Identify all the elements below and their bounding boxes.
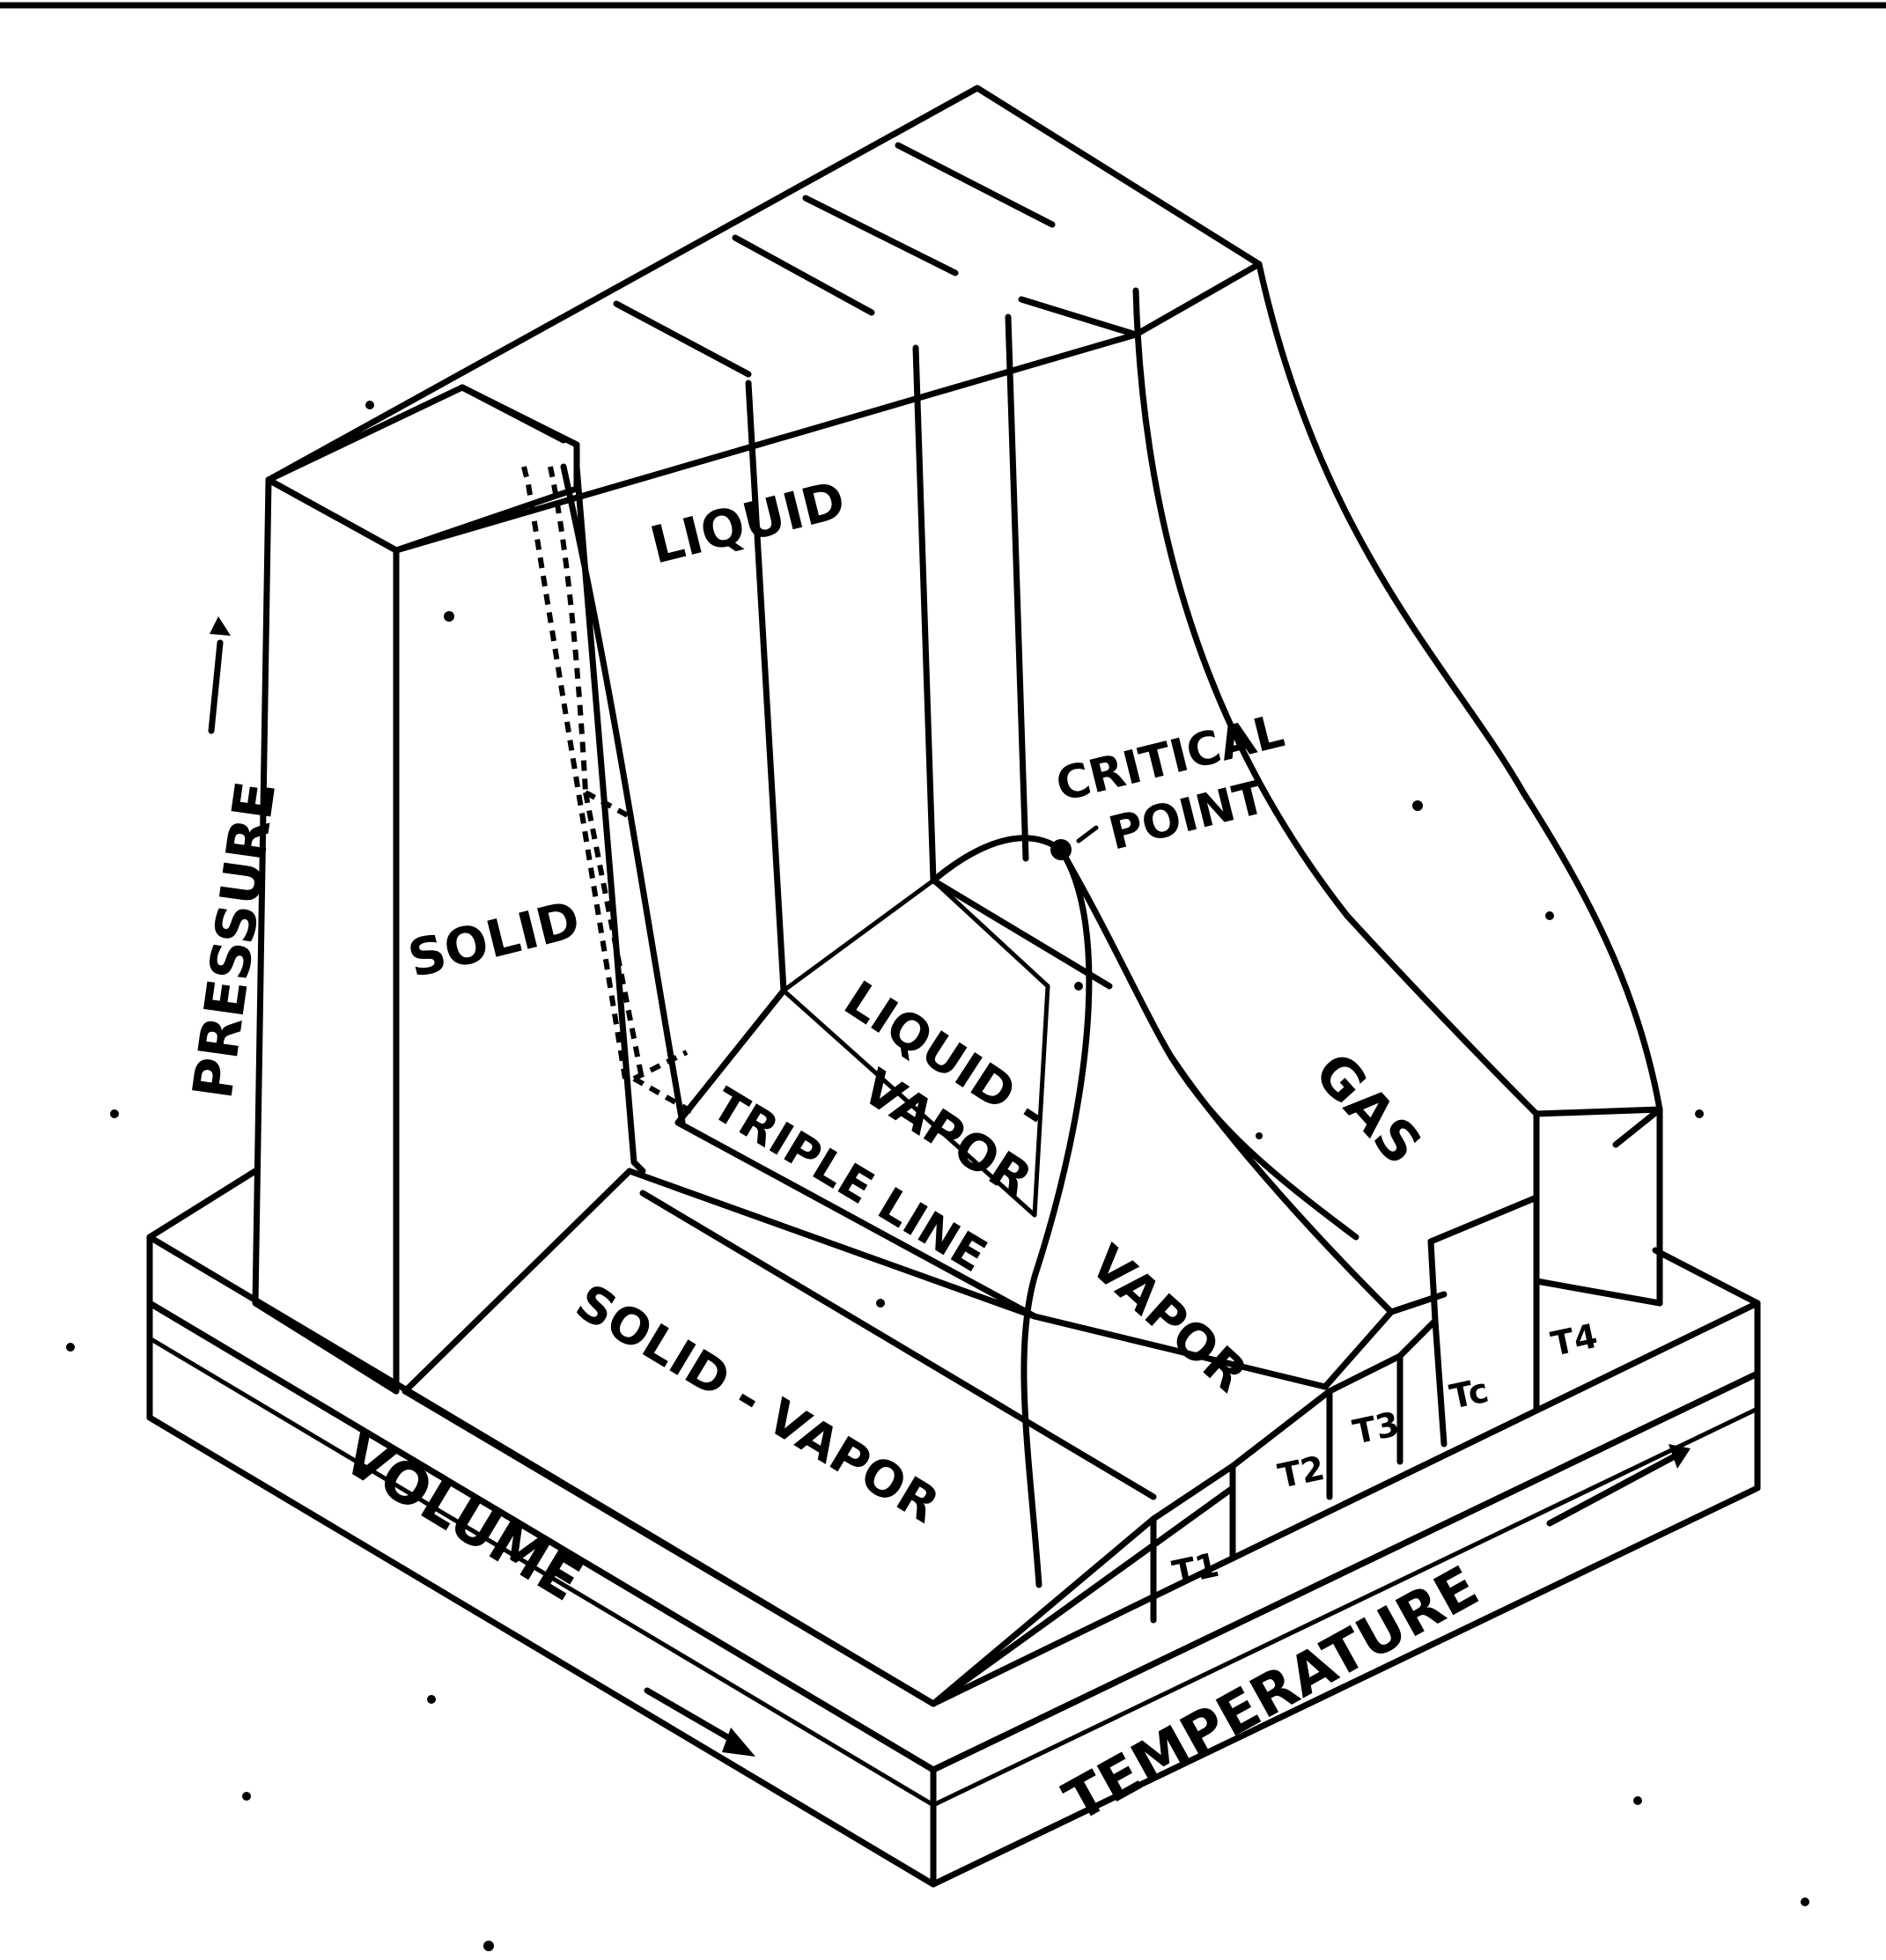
isotherm-tc-label: Tc: [1447, 1371, 1492, 1417]
liquid-label: LIQUID: [645, 469, 851, 575]
temperature-arrow: [1546, 1444, 1691, 1527]
pressure-arrow: [208, 616, 231, 734]
volume-axis-label: VOLUME: [332, 1422, 593, 1614]
solid-vapor-label: SOLID - VAPOR: [566, 1273, 948, 1535]
base-platform: [146, 1168, 1761, 1888]
pressure-axis-label: PRESSURE: [180, 777, 289, 1102]
isotherm-t3-label: T3: [1350, 1404, 1403, 1452]
triple-line: [626, 987, 1329, 1390]
critical-point-marker: [1050, 839, 1072, 860]
scan-speckles: [66, 401, 1809, 1951]
isotherm-strips: [930, 1194, 1663, 1707]
liquid-vapor-dome: [781, 835, 1395, 1588]
liquid-face: [745, 313, 1029, 994]
hidden-edges: [521, 466, 697, 1116]
solid-vapor-plane: [402, 1168, 1236, 1707]
isotherm-t1-label: T1: [1169, 1545, 1222, 1593]
vapor-label: VAPOR: [1079, 1234, 1258, 1404]
isotherm-t2-label: T2: [1275, 1448, 1328, 1496]
solid-block: [252, 384, 686, 1395]
isotherm-t4-label: T4: [1548, 1316, 1601, 1364]
temperature-axis-label: TEMPERATURE: [1054, 1554, 1489, 1835]
gas-label: GAS: [1302, 1040, 1434, 1177]
solid-label: SOLID: [402, 889, 586, 990]
critical-point-pointer: [1076, 825, 1099, 844]
volume-arrow: [644, 1687, 755, 1757]
liquid-top-surface: [265, 85, 1263, 554]
